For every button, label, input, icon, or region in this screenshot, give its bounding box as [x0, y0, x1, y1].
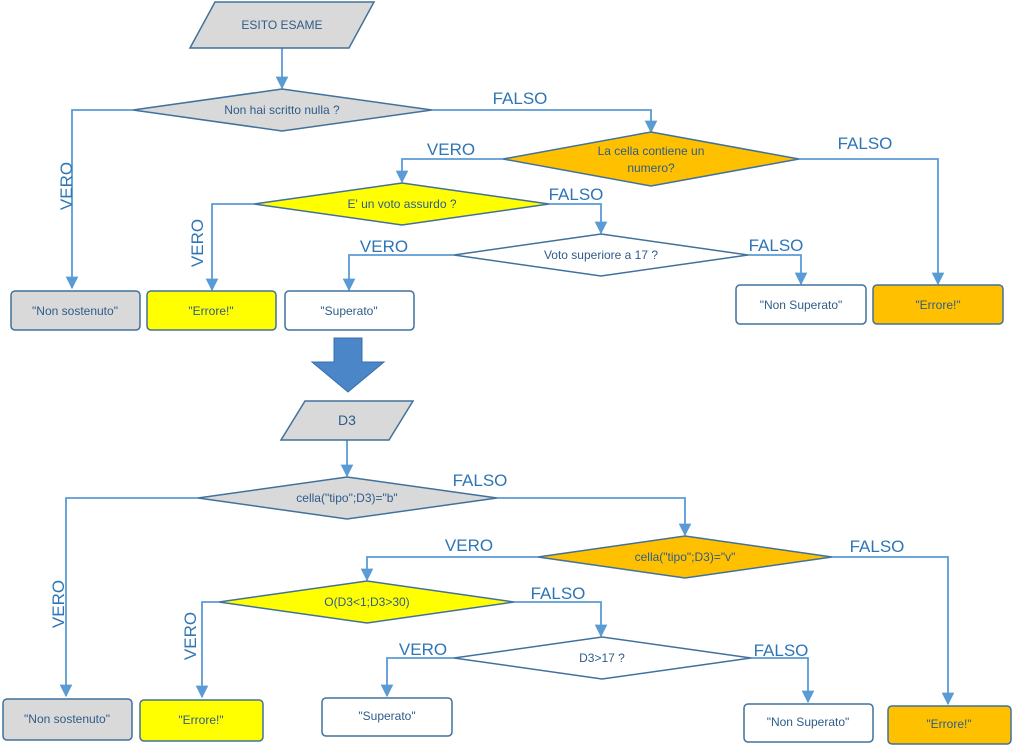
bottom-result-non-sostenuto-label: "Non sostenuto"	[24, 712, 110, 726]
top-result-errore-orange-label: "Errore!"	[915, 298, 960, 312]
conn-q1-vero	[65, 109, 133, 290]
conn-b-q4-vero	[380, 657, 454, 698]
bottom-connectors	[59, 440, 955, 706]
bottom-decision-3: O(D3<1;D3>30)	[218, 580, 515, 624]
conn-q1-falso	[432, 109, 658, 134]
conn-b-q4-falso	[751, 657, 815, 704]
top-decision-1-label: Non hai scritto nulla ?	[224, 103, 340, 117]
top-decision-3-label: E' un voto assurdo ?	[347, 197, 456, 211]
top-connectors	[65, 48, 945, 292]
bottom-result-errore-orange: "Errore!"	[887, 705, 1012, 745]
top-result-errore-orange: "Errore!"	[872, 284, 1004, 325]
bottom-label-falso-3: FALSO	[531, 584, 586, 603]
top-io-node: ESITO ESAME	[188, 1, 376, 49]
bottom-decision-1-label: cella("tipo";D3)="b"	[296, 491, 397, 505]
bottom-result-non-superato: "Non Superato"	[743, 703, 874, 743]
conn-b-q3-falso	[514, 601, 608, 638]
top-label-falso-3: FALSO	[549, 185, 604, 204]
top-result-non-sostenuto-label: "Non sostenuto"	[32, 304, 118, 318]
top-label-vero-3: VERO	[188, 219, 207, 267]
bottom-label-falso-4: FALSO	[754, 641, 809, 660]
top-label-vero-1: VERO	[57, 162, 76, 210]
bottom-label-vero-3: VERO	[181, 612, 200, 660]
bottom-result-non-superato-label: "Non Superato"	[767, 715, 850, 729]
conn-b-q2-falso	[832, 556, 955, 706]
top-decision-2: La cella contiene un numero?	[502, 131, 800, 187]
bottom-decision-2: cella("tipo";D3)="v"	[537, 535, 833, 579]
conn-q2-falso	[799, 158, 945, 286]
top-result-errore-yellow-label: "Errore!"	[188, 304, 233, 318]
top-label-falso-2: FALSO	[838, 134, 893, 153]
top-decision-2-label-line2: numero?	[627, 161, 675, 175]
top-decision-2-label-line1: La cella contiene un	[598, 144, 705, 158]
bottom-label-falso-1: FALSO	[453, 471, 508, 490]
bottom-label-vero-4: VERO	[399, 640, 447, 659]
bottom-decision-4-label: D3>17 ?	[579, 651, 625, 665]
top-decision-4-label: Voto superiore a 17 ?	[544, 248, 658, 262]
conn-q2-vero	[395, 158, 503, 184]
bottom-decision-1: cella("tipo";D3)="b"	[197, 476, 498, 520]
conn-b-q1-vero	[59, 497, 198, 698]
top-result-superato-label: "Superato"	[320, 304, 377, 318]
bottom-decision-3-label: O(D3<1;D3>30)	[324, 595, 409, 609]
top-result-non-sostenuto: "Non sostenuto"	[10, 290, 141, 331]
bottom-io-label: D3	[338, 412, 356, 428]
bottom-decision-2-label: cella("tipo";D3)="v"	[635, 550, 736, 564]
top-result-superato: "Superato"	[284, 290, 415, 331]
top-result-non-superato: "Non Superato"	[735, 284, 867, 325]
conn-q4-vero	[342, 254, 454, 292]
top-decision-4: Voto superiore a 17 ?	[453, 233, 749, 277]
conn-q3-falso	[549, 203, 608, 235]
bottom-result-errore-yellow-label: "Errore!"	[178, 713, 223, 727]
top-decision-3: E' un voto assurdo ?	[253, 182, 550, 226]
transition-down-arrow-icon	[310, 337, 386, 393]
bottom-label-vero-1: VERO	[49, 580, 68, 628]
bottom-label-vero-2: VERO	[445, 536, 493, 555]
conn-b-q3-vero	[195, 601, 219, 699]
bottom-result-superato: "Superato"	[321, 697, 453, 737]
bottom-result-errore-yellow: "Errore!"	[139, 699, 264, 742]
conn-b-q2-vero	[360, 556, 538, 582]
top-decision-1: Non hai scritto nulla ?	[132, 88, 433, 132]
top-label-falso-4: FALSO	[749, 236, 804, 255]
bottom-result-superato-label: "Superato"	[358, 709, 415, 723]
bottom-label-falso-2: FALSO	[850, 537, 905, 556]
conn-q4-falso	[748, 254, 808, 286]
conn-b-q1-falso	[497, 497, 692, 537]
conn-q3-vero	[205, 203, 254, 292]
top-label-falso-1: FALSO	[493, 89, 548, 108]
bottom-io-node: D3	[279, 400, 415, 441]
top-io-label: ESITO ESAME	[241, 18, 322, 32]
top-result-errore-yellow: "Errore!"	[146, 290, 277, 331]
bottom-result-errore-orange-label: "Errore!"	[926, 717, 971, 731]
top-label-vero-4: VERO	[360, 237, 408, 256]
top-result-non-superato-label: "Non Superato"	[760, 298, 843, 312]
top-label-vero-2: VERO	[427, 140, 475, 159]
bottom-decision-4: D3>17 ?	[453, 636, 752, 680]
bottom-result-non-sostenuto: "Non sostenuto"	[2, 698, 133, 741]
